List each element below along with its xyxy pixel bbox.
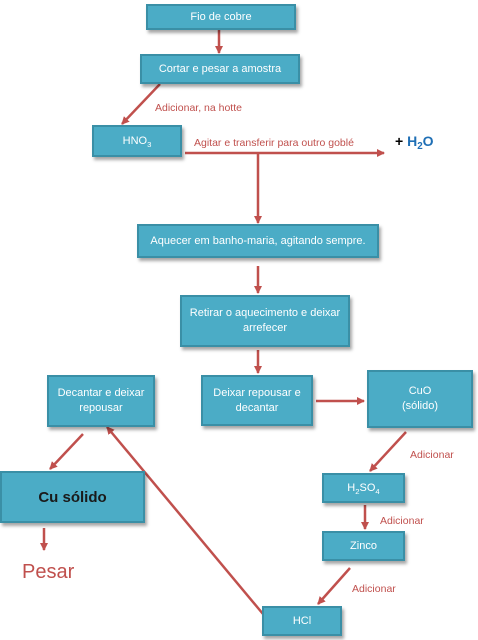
label-pesar: Pesar	[22, 561, 75, 583]
label-adicionar-3: Adicionar	[352, 583, 396, 595]
box-deixar-repousar-label: Deixar repousar e decantar	[213, 386, 301, 414]
box-aquecer-label: Aquecer em banho-maria, agitando sempre.	[150, 234, 366, 247]
arrow-cortar-to-hno3	[121, 83, 161, 125]
label-agitar-transferir: Agitar e transferir para outro goblé	[194, 137, 354, 149]
box-cu-solido-label: Cu sólido	[38, 488, 107, 506]
box-h2so4-label: H2SO4	[347, 481, 380, 496]
box-hno3-label: HNO3	[122, 134, 152, 149]
box-hno3: HNO3	[92, 125, 182, 157]
label-adicionar-1: Adicionar	[410, 449, 454, 461]
box-cuo-solido: CuO (sólido)	[367, 370, 473, 428]
water-plus-sign: +	[395, 133, 404, 149]
box-cortar-pesar-label: Cortar e pesar a amostra	[158, 62, 282, 75]
box-cortar-pesar: Cortar e pesar a amostra	[140, 54, 300, 84]
label-adicionar-hotte: Adicionar, na hotte	[155, 102, 242, 114]
arrow-decantar-to-cu	[49, 433, 84, 470]
box-retirar-aquecimento-label: Retirar o aquecimento e deixar arrefecer	[189, 307, 341, 334]
water-h2o: + H2O	[395, 133, 434, 152]
box-fio-de-cobre-label: Fio de cobre	[190, 10, 252, 23]
box-retirar-aquecimento: Retirar o aquecimento e deixar arrefecer	[180, 295, 350, 347]
box-fio-de-cobre: Fio de cobre	[146, 4, 296, 30]
box-aquecer: Aquecer em banho-maria, agitando sempre.	[137, 224, 379, 258]
box-zinco-label: Zinco	[350, 539, 377, 552]
arrow-hcl-to-decantar	[106, 426, 264, 615]
box-hcl-label: HCl	[292, 614, 312, 627]
box-zinco: Zinco	[322, 531, 405, 561]
box-hcl: HCl	[262, 606, 342, 636]
box-cuo-line2: (sólido)	[401, 400, 439, 412]
box-h2so4: H2SO4	[322, 473, 405, 503]
box-cuo-line1: CuO	[408, 385, 432, 397]
water-formula: H2O	[407, 133, 434, 152]
box-decantar-label: Decantar e deixar repousar	[57, 387, 145, 414]
box-decantar: Decantar e deixar repousar	[47, 375, 155, 427]
arrow-cuo-to-h2so4	[369, 431, 407, 472]
arrow-zinco-to-hcl	[317, 567, 351, 605]
box-deixar-repousar: Deixar repousar e decantar	[201, 375, 313, 426]
box-cu-solido: Cu sólido	[0, 471, 145, 523]
label-adicionar-2: Adicionar	[380, 515, 424, 527]
